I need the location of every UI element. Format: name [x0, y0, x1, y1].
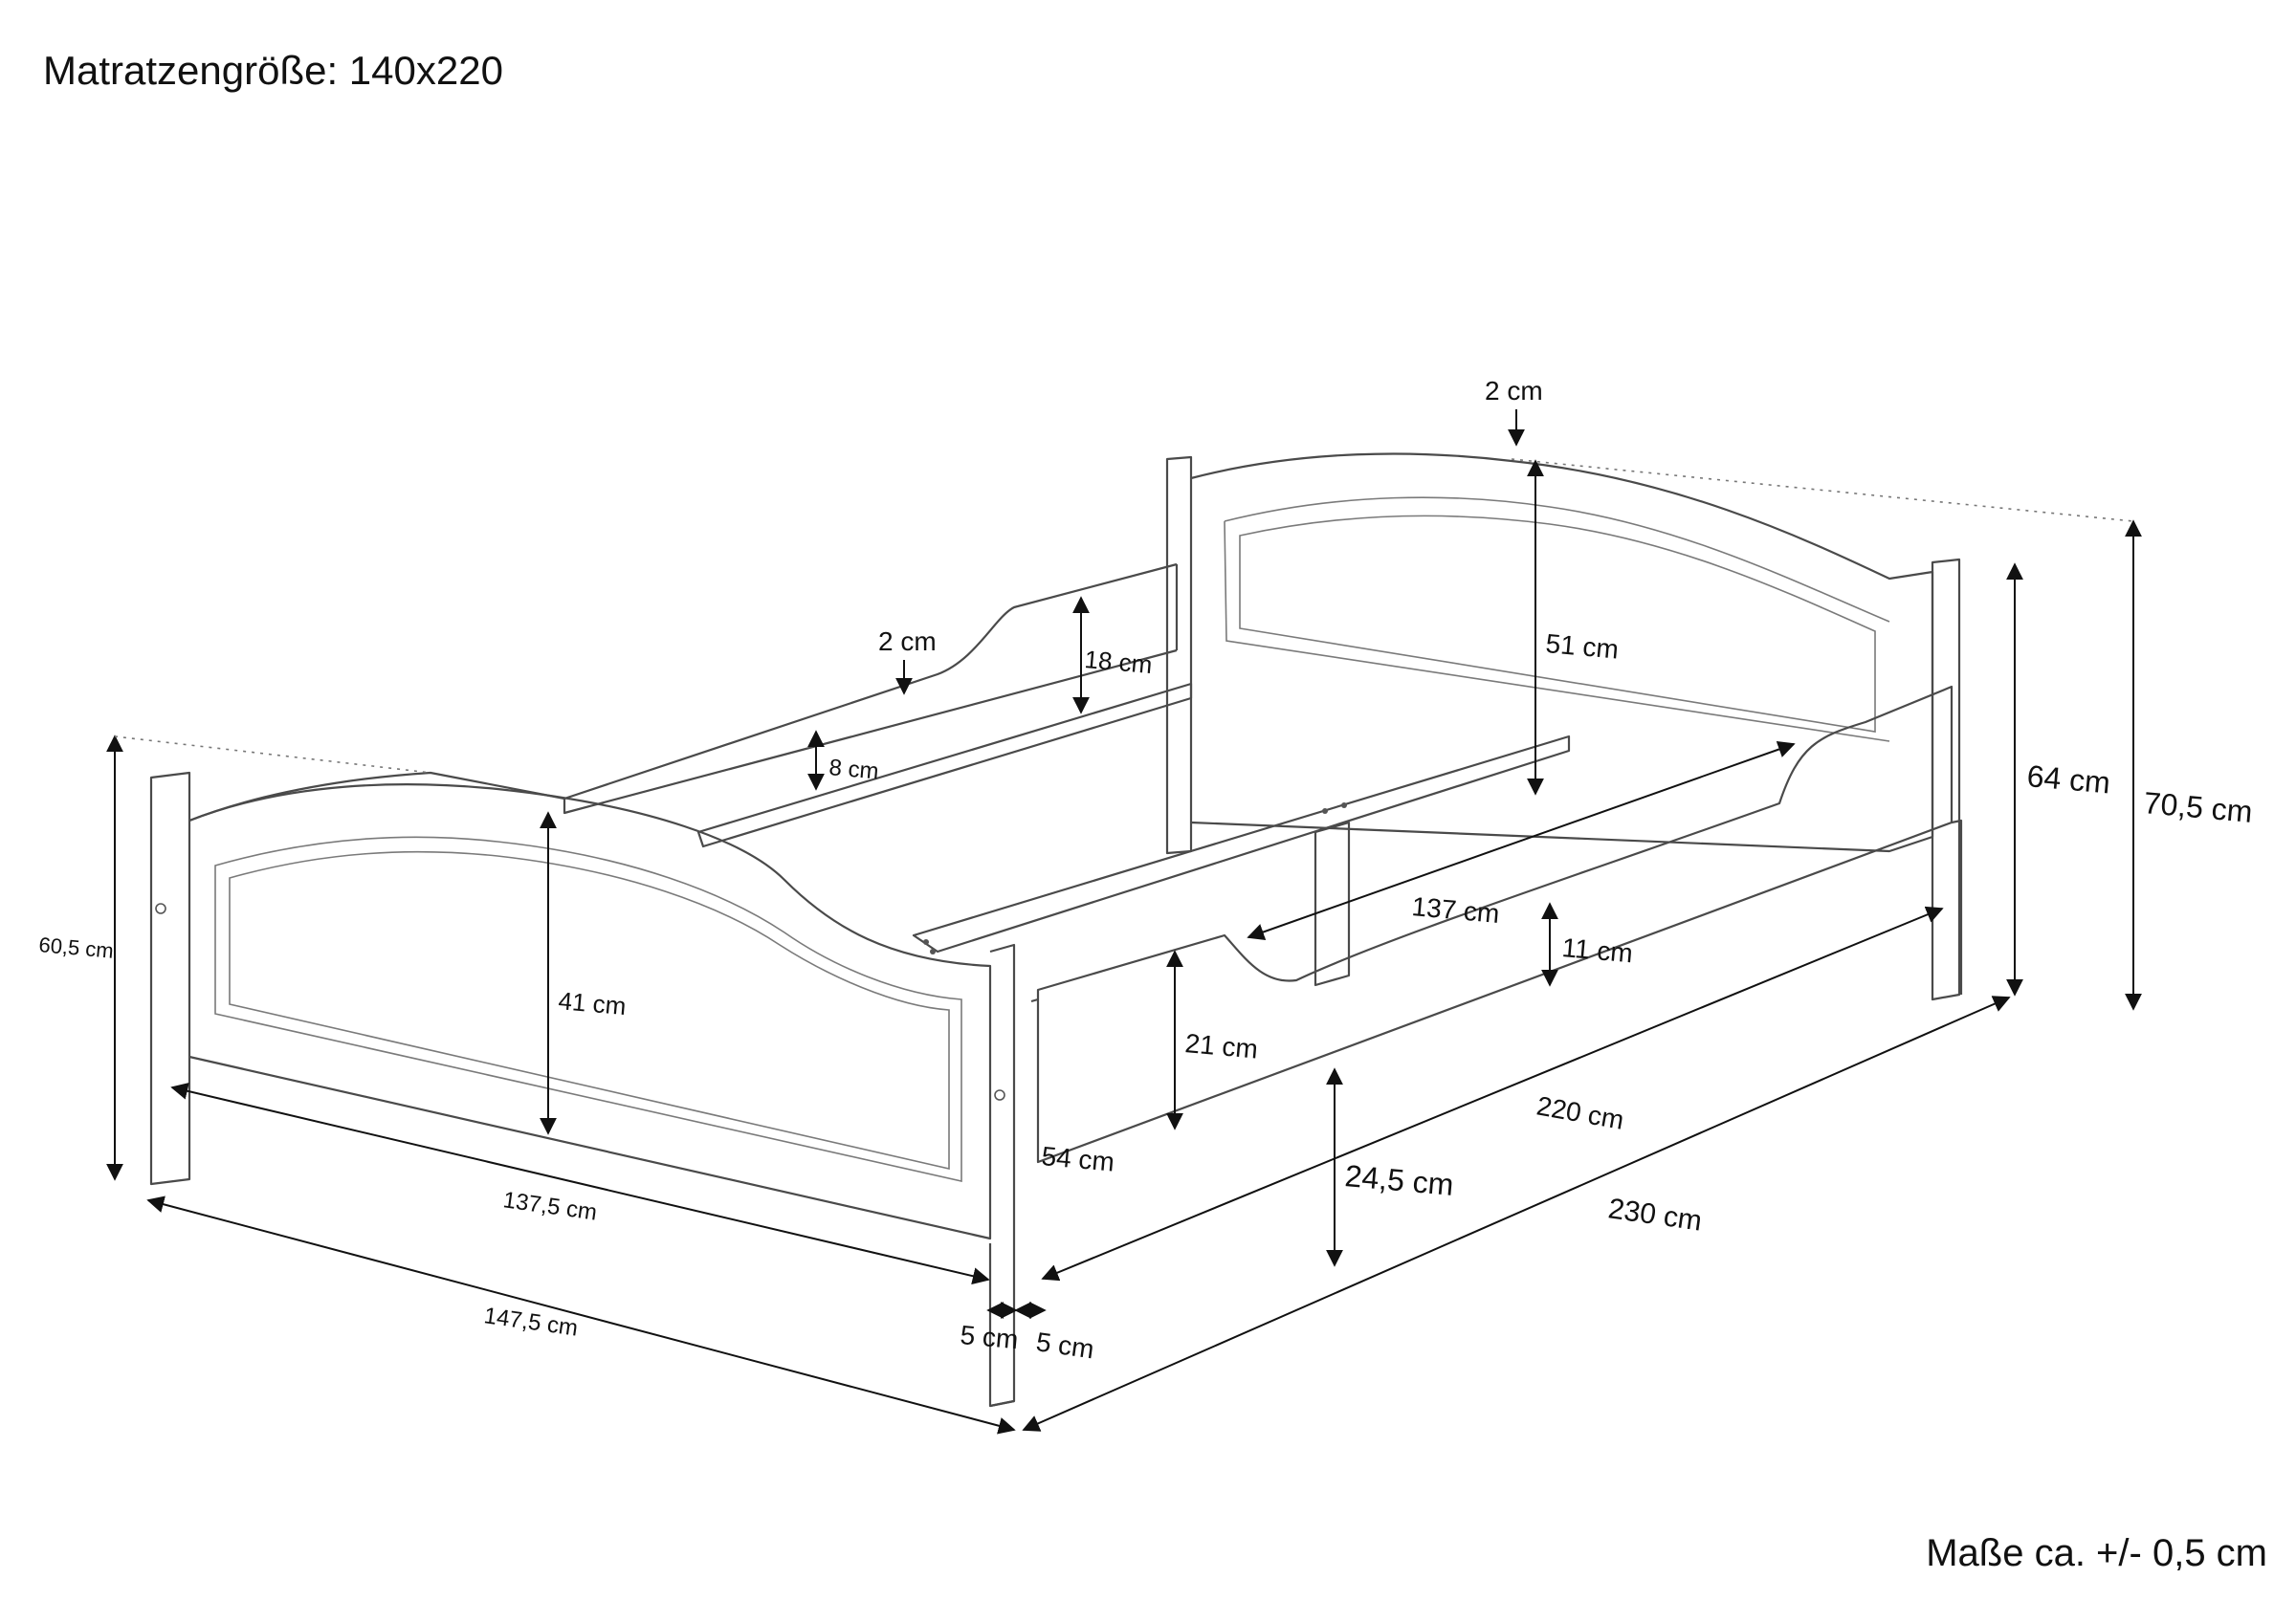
label-side-rail-height: 21 cm	[1183, 1028, 1259, 1064]
label-headboard-top-thickness: 2 cm	[1485, 376, 1543, 406]
footboard	[149, 771, 1347, 1408]
dimension-lines	[106, 409, 2142, 1435]
dimension-labels: 2 cm 2 cm 51 cm 18 cm 8 cm 64 cm 70,5 cm…	[38, 376, 2254, 1364]
label-side-upper-height: 18 cm	[1083, 645, 1153, 679]
label-post-width-b: 5 cm	[1034, 1327, 1095, 1364]
label-overall-height: 70,5 cm	[2142, 785, 2254, 829]
label-post-width-a: 5 cm	[959, 1320, 1019, 1354]
label-inner-length: 220 cm	[1534, 1090, 1626, 1134]
tolerance-note: Maße ca. +/- 0,5 cm	[1926, 1532, 2267, 1574]
label-footboard-inner-width: 137,5 cm	[501, 1187, 599, 1225]
label-inner-width: 137 cm	[1410, 891, 1500, 929]
label-rail-to-floor: 24,5 cm	[1343, 1158, 1455, 1202]
label-overall-length: 230 cm	[1606, 1193, 1704, 1237]
label-mid-height: 54 cm	[1040, 1141, 1115, 1177]
mattress-size-title: Matratzengröße: 140x220	[43, 48, 503, 93]
label-footboard-height: 60,5 cm	[38, 932, 115, 963]
headboard	[1165, 452, 1961, 1001]
label-footboard-panel-height: 41 cm	[557, 986, 627, 1020]
label-headboard-total-height: 64 cm	[2025, 758, 2111, 800]
label-side-rail-cutout: 11 cm	[1560, 932, 1634, 968]
bed-outline	[149, 452, 1963, 1408]
center-beam	[912, 735, 1571, 987]
label-side-top-thickness: 2 cm	[878, 626, 937, 656]
label-headboard-panel-height: 51 cm	[1544, 628, 1620, 665]
label-slat-rail-height: 8 cm	[828, 755, 879, 784]
far-side-rail	[563, 562, 1193, 848]
label-overall-width: 147,5 cm	[482, 1303, 580, 1341]
